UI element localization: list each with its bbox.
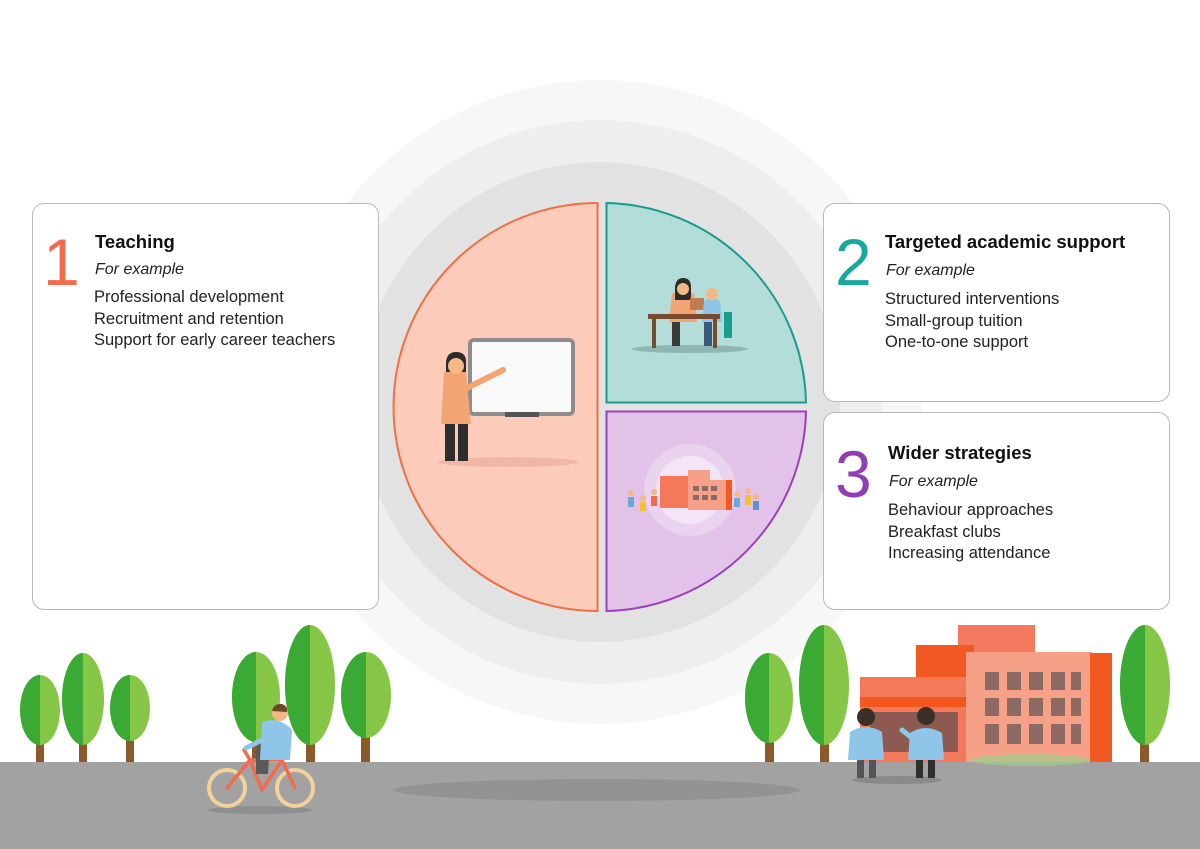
list-item: Recruitment and retention bbox=[94, 309, 284, 328]
card-subtitle: For example bbox=[889, 473, 978, 490]
list-item: Structured interventions bbox=[885, 290, 1060, 308]
school-community-illustration bbox=[628, 444, 759, 536]
card-number: 2 bbox=[835, 225, 872, 299]
teacher-whiteboard-illustration bbox=[438, 338, 578, 467]
card-title: Wider strategies bbox=[888, 442, 1032, 463]
road-shadow bbox=[394, 779, 800, 801]
tree-4 bbox=[232, 652, 280, 762]
card-list: Professional development Recruitment and… bbox=[94, 287, 335, 352]
school-building bbox=[860, 625, 1112, 766]
cyclist bbox=[207, 703, 315, 814]
card-list: Behaviour approaches Breakfast clubs Inc… bbox=[888, 500, 1053, 565]
card-number: 3 bbox=[835, 437, 872, 511]
card-title: Targeted academic support bbox=[885, 231, 1126, 252]
card-list: Structured interventions Small-group tui… bbox=[885, 289, 1059, 354]
list-item: One-to-one support bbox=[885, 333, 1029, 351]
card-number: 1 bbox=[43, 225, 80, 299]
list-item: Behaviour approaches bbox=[888, 501, 1054, 519]
tree-2 bbox=[62, 653, 104, 762]
tree-5 bbox=[285, 625, 335, 762]
list-item: Support for early career teachers bbox=[94, 331, 336, 349]
card-subtitle: For example bbox=[886, 262, 975, 279]
list-item: Breakfast clubs bbox=[888, 522, 1001, 541]
card-targeted-academic-support: 2 Targeted academic support For example … bbox=[823, 203, 1170, 402]
card-teaching: 1 Teaching For example Professional deve… bbox=[32, 203, 379, 610]
tree-7 bbox=[745, 653, 793, 762]
tutoring-illustration bbox=[632, 278, 748, 353]
card-title: Teaching bbox=[95, 231, 175, 252]
people-at-school bbox=[848, 707, 944, 784]
road bbox=[0, 762, 1200, 849]
tree-1 bbox=[20, 675, 60, 762]
card-subtitle: For example bbox=[95, 261, 184, 278]
tree-9 bbox=[1120, 625, 1170, 762]
list-item: Increasing attendance bbox=[888, 544, 1051, 562]
tree-6 bbox=[341, 652, 391, 762]
tree-8 bbox=[799, 625, 849, 762]
tree-3 bbox=[110, 675, 150, 762]
card-wider-strategies: 3 Wider strategies For example Behaviour… bbox=[823, 412, 1170, 610]
list-item: Small-group tuition bbox=[885, 311, 1023, 330]
list-item: Professional development bbox=[94, 288, 284, 306]
